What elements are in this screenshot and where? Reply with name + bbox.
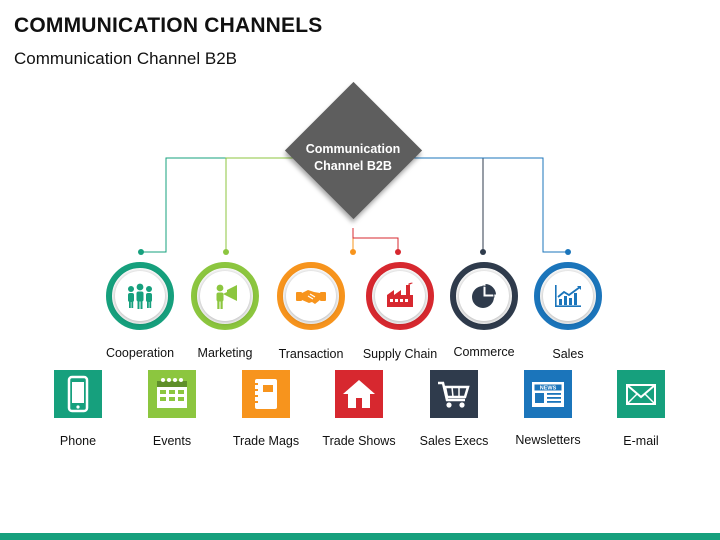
channel-label-transaction: Transaction bbox=[278, 347, 344, 361]
newspaper-icon: NEWS bbox=[524, 370, 572, 418]
news-glyph-text: NEWS bbox=[540, 386, 557, 392]
channel-label-cooperation: Cooperation bbox=[105, 346, 175, 360]
tile-label-newsletters: Newsletters bbox=[515, 433, 581, 447]
channel-label-supply-chain: Supply Chain bbox=[362, 347, 438, 361]
shopping-cart-icon bbox=[430, 370, 478, 418]
tile-trade-shows[interactable] bbox=[335, 370, 383, 418]
tile-label-trade-mags: Trade Mags bbox=[232, 434, 300, 448]
tile-phone[interactable] bbox=[54, 370, 102, 418]
channel-sales[interactable] bbox=[534, 262, 602, 330]
connector-dot-transaction bbox=[350, 249, 356, 255]
tile-trade-mags[interactable] bbox=[242, 370, 290, 418]
hub-label-line2: Channel B2B bbox=[314, 159, 392, 173]
pie-chart-icon bbox=[472, 284, 496, 308]
tile-events[interactable] bbox=[148, 370, 196, 418]
tile-email[interactable] bbox=[617, 370, 665, 418]
growth-chart-icon bbox=[555, 285, 581, 307]
channel-commerce[interactable] bbox=[450, 262, 518, 330]
envelope-icon bbox=[617, 370, 665, 418]
phone-icon bbox=[54, 370, 102, 418]
tile-label-phone: Phone bbox=[59, 434, 97, 448]
connector-sales bbox=[410, 157, 568, 253]
channel-cooperation[interactable] bbox=[106, 262, 174, 330]
tile-newsletters[interactable]: NEWS bbox=[524, 370, 572, 418]
connector-dot-cooperation bbox=[138, 249, 144, 255]
footer-bar bbox=[0, 533, 720, 540]
connector-cooperation bbox=[141, 157, 300, 253]
team-icon bbox=[128, 283, 152, 309]
tile-label-events: Events bbox=[152, 434, 192, 448]
channel-label-marketing: Marketing bbox=[197, 346, 253, 360]
page-subtitle: Communication Channel B2B bbox=[14, 49, 238, 68]
hub-label-line1: Communication bbox=[305, 142, 401, 156]
page-title: COMMUNICATION CHANNELS bbox=[14, 14, 323, 37]
tile-sales-execs[interactable] bbox=[430, 370, 478, 418]
calendar-icon bbox=[148, 370, 196, 418]
tile-label-trade-shows: Trade Shows bbox=[322, 434, 396, 448]
channel-transaction[interactable] bbox=[277, 262, 345, 330]
tile-label-sales-execs: Sales Execs bbox=[419, 434, 489, 448]
connector-dot-sales bbox=[565, 249, 571, 255]
connector-dot-commerce bbox=[480, 249, 486, 255]
channel-marketing[interactable] bbox=[191, 262, 259, 330]
tile-label-email: E-mail bbox=[623, 434, 659, 448]
house-icon bbox=[335, 370, 383, 418]
factory-icon bbox=[387, 282, 413, 307]
connector-marketing bbox=[225, 157, 310, 252]
megaphone-person-icon bbox=[216, 284, 237, 309]
channel-label-commerce: Commerce bbox=[453, 345, 515, 359]
connector-dot-supply-chain bbox=[395, 249, 401, 255]
notebook-icon bbox=[242, 370, 290, 418]
channel-label-sales: Sales bbox=[552, 347, 584, 361]
channel-supply-chain[interactable] bbox=[366, 262, 434, 330]
connector-supply-chain bbox=[352, 228, 399, 252]
connector-dot-marketing bbox=[223, 249, 229, 255]
hub-label: Communication Channel B2B bbox=[293, 141, 413, 175]
handshake-icon bbox=[296, 290, 326, 304]
